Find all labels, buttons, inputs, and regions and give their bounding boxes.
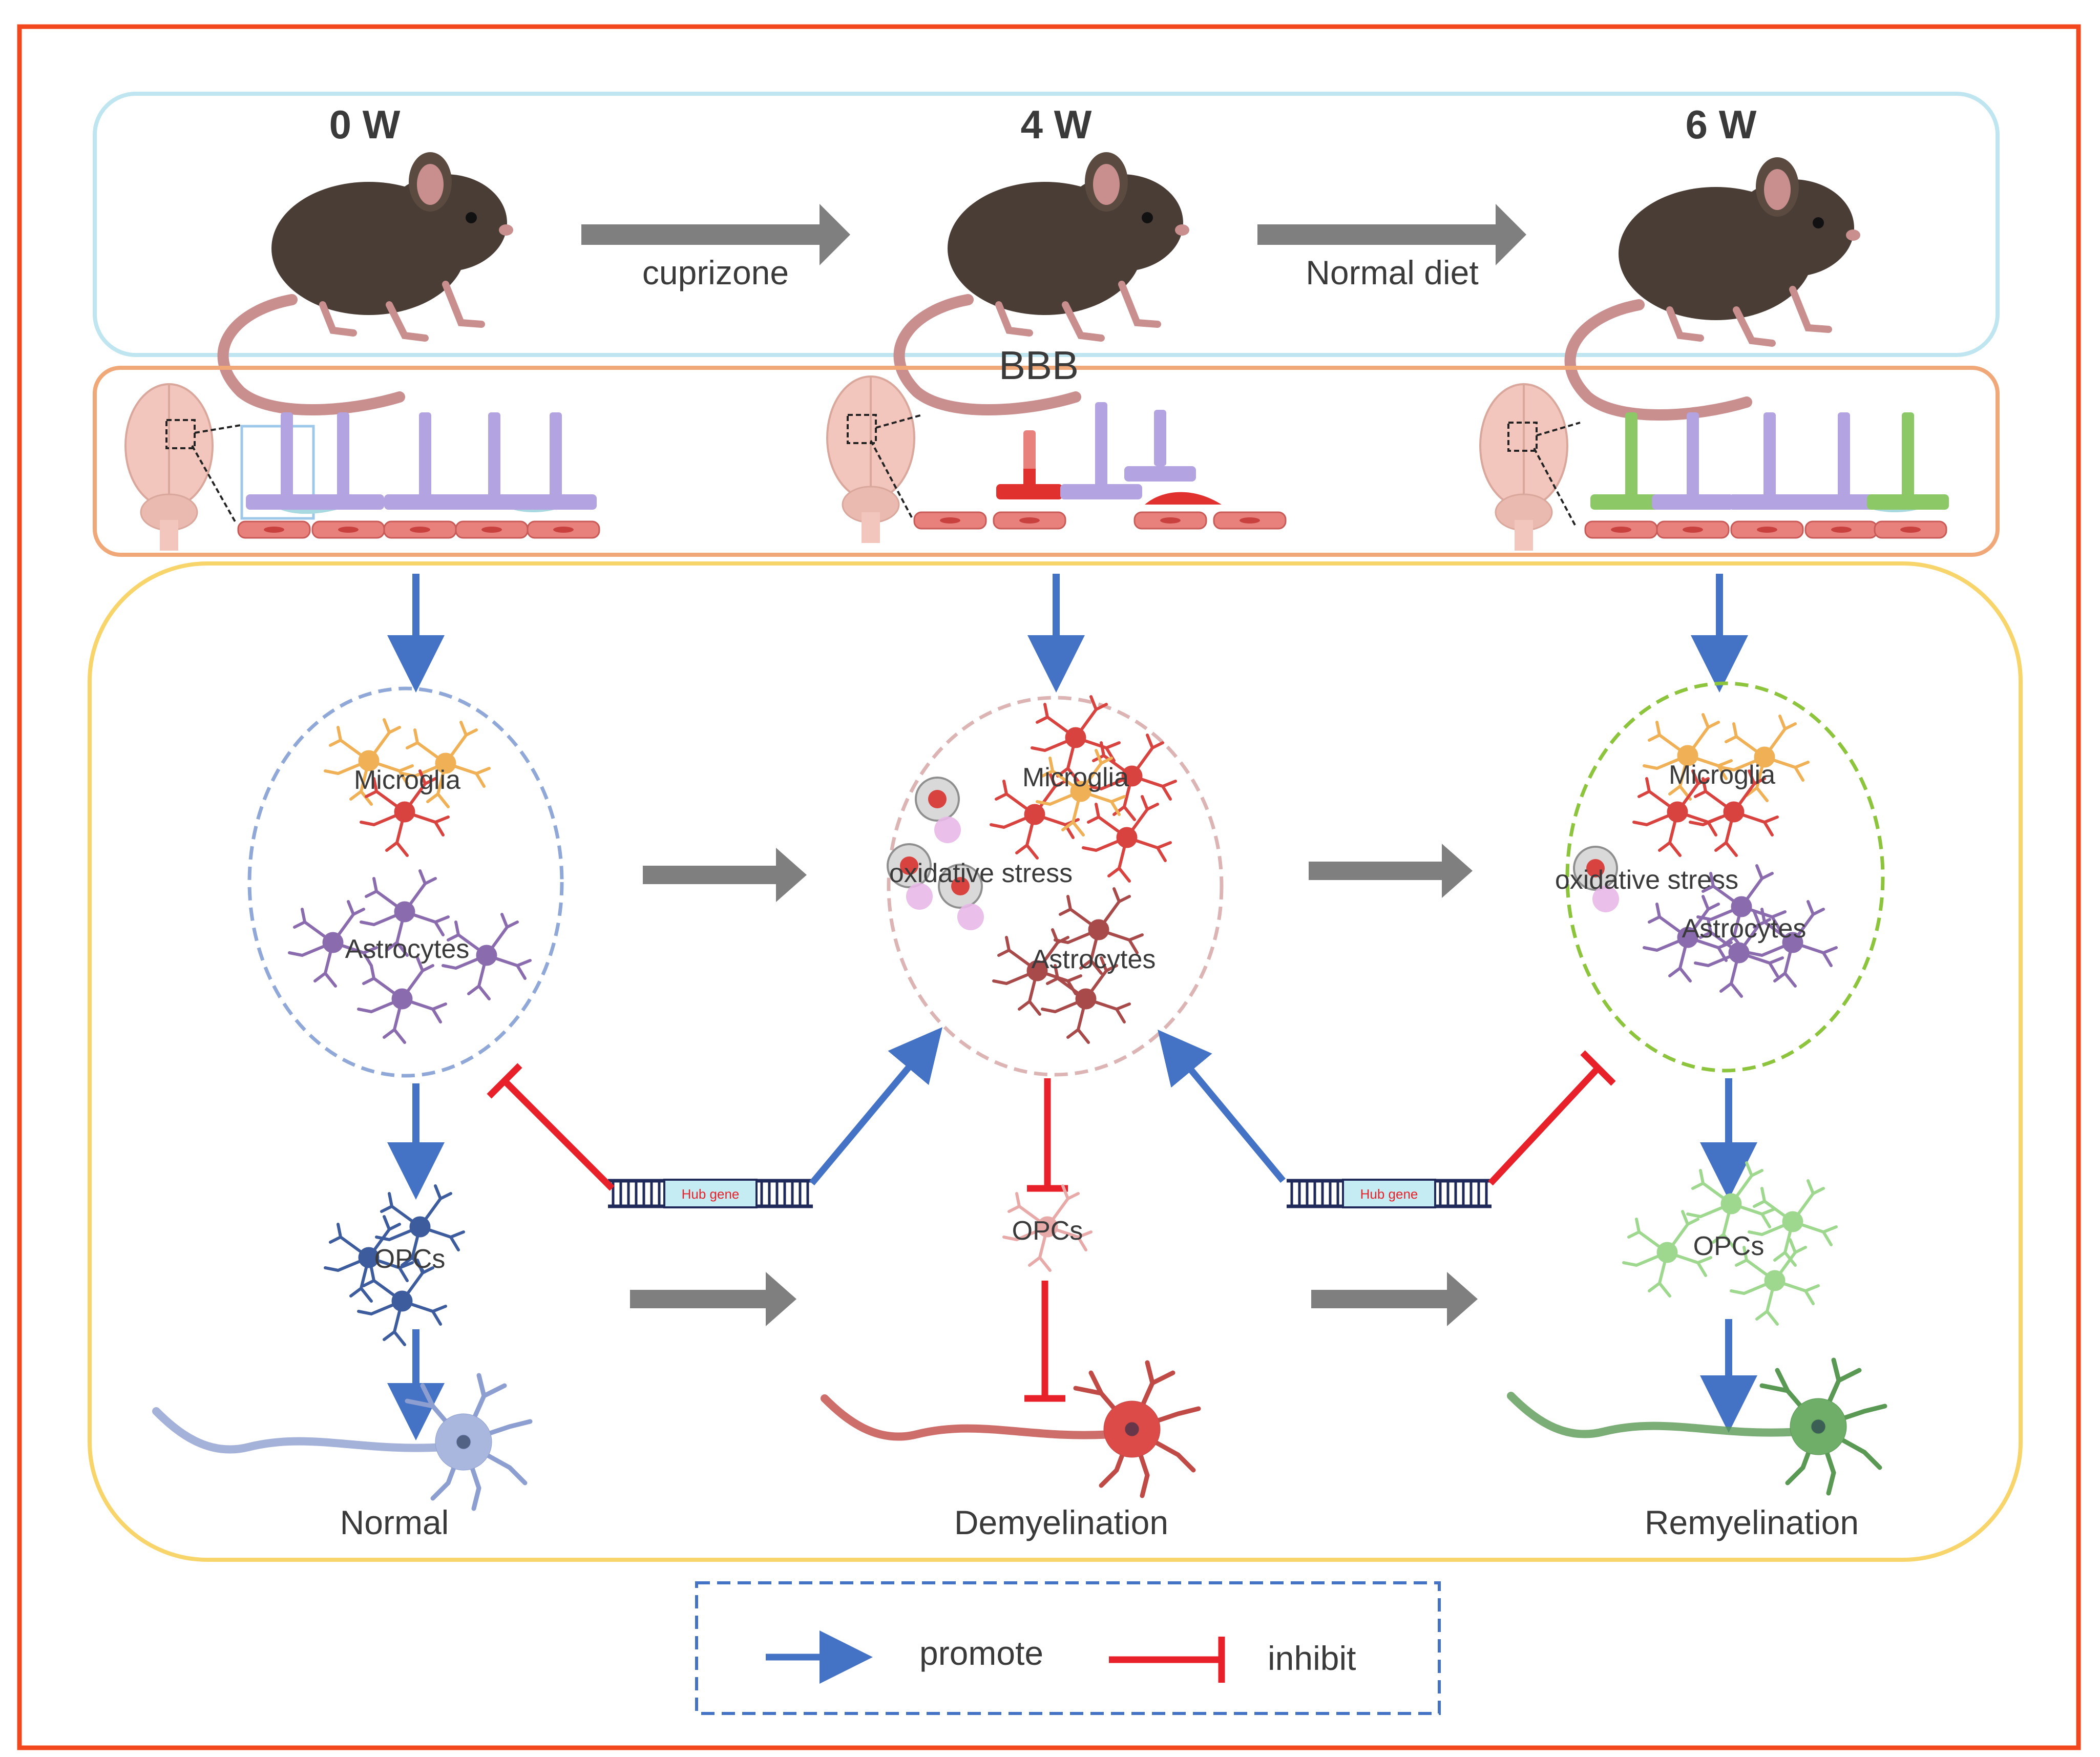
- remyel-opcs-label: OPCs: [1693, 1231, 1765, 1261]
- demyel-microglia-label: Microglia: [1022, 763, 1129, 792]
- bbb-damaged: [826, 375, 1287, 544]
- legend-promote-label: promote: [919, 1634, 1043, 1672]
- hub-gene-dna-left: Hub gene: [608, 1180, 813, 1207]
- hub-gene-label-right: Hub gene: [1360, 1186, 1418, 1202]
- normal-astrocytes-label: Astrocytes: [345, 934, 470, 964]
- legend-inhibit-symbol: [1109, 1637, 1225, 1683]
- remyel-outcome-label: Remyelination: [1645, 1503, 1859, 1541]
- cuprizone-label: cuprizone: [642, 254, 789, 291]
- cuprizone-arrow: [581, 204, 850, 265]
- bbb-repaired: [1479, 383, 1949, 552]
- remyel-astrocytes-label: Astrocytes: [1682, 914, 1807, 944]
- hub-gene-dna-right: Hub gene: [1287, 1180, 1492, 1207]
- inhibit-hubgene-to-remyel: [1488, 1050, 1616, 1186]
- normal-microglia-label: Microglia: [354, 765, 460, 795]
- cell-panel: [88, 561, 2023, 1562]
- timepoint-4w: 4 W: [1021, 102, 1092, 147]
- remyel-microglia-label: Microglia: [1669, 760, 1775, 790]
- legend-box: [695, 1581, 1441, 1715]
- demyel-oxidative-label: oxidative stress: [889, 859, 1073, 888]
- demyelination-glia-circle: [887, 696, 1224, 1077]
- mouse-6w-image: [1570, 157, 1860, 415]
- normal-diet-arrow: [1257, 204, 1526, 265]
- demyel-astrocytes-label: Astrocytes: [1032, 945, 1156, 974]
- transition-arrow-demyel-remyel: [1309, 844, 1473, 898]
- remyel-neuron-image: [1511, 1360, 1885, 1493]
- timepoint-0w: 0 W: [329, 102, 401, 147]
- demyel-opcs-label: OPCs: [1012, 1216, 1083, 1246]
- inhibit-hubgene-to-normal: [487, 1063, 615, 1191]
- transition-arrow-normal-demyel-lower: [630, 1272, 796, 1326]
- normal-outcome-label: Normal: [340, 1503, 449, 1541]
- inhibit-demyel-to-opcs: [1027, 1078, 1068, 1192]
- normal-glia-circle: [247, 686, 564, 1078]
- mouse-0w-image: [223, 152, 513, 410]
- demyel-oxidative-cells: [887, 777, 985, 931]
- legend-inhibit-label: inhibit: [1268, 1639, 1356, 1677]
- demyel-neuron-image: [825, 1363, 1199, 1496]
- outer-frame: [17, 24, 2081, 1750]
- normal-diet-label: Normal diet: [1306, 254, 1478, 291]
- transition-arrow-demyel-remyel-lower: [1311, 1272, 1478, 1326]
- mouse-panel: [93, 92, 2000, 357]
- demyel-outcome-label: Demyelination: [954, 1503, 1168, 1541]
- bbb-label: BBB: [999, 343, 1079, 388]
- hub-gene-label-left: Hub gene: [682, 1186, 740, 1202]
- normal-opcs-label: OPCs: [374, 1244, 446, 1274]
- promote-hubgene-to-demyel-right: [1158, 1029, 1286, 1183]
- normal-neuron-image: [156, 1375, 530, 1509]
- promote-hubgene-to-demyel: [809, 1027, 943, 1186]
- bbb-normal: [124, 383, 600, 552]
- remyelination-glia-circle: [1565, 681, 1885, 1073]
- transition-arrow-normal-demyel: [643, 848, 807, 902]
- bbb-panel: [93, 366, 2000, 557]
- timepoint-6w: 6 W: [1686, 102, 1757, 147]
- inhibit-opcs-to-neuron-demyel: [1024, 1281, 1065, 1402]
